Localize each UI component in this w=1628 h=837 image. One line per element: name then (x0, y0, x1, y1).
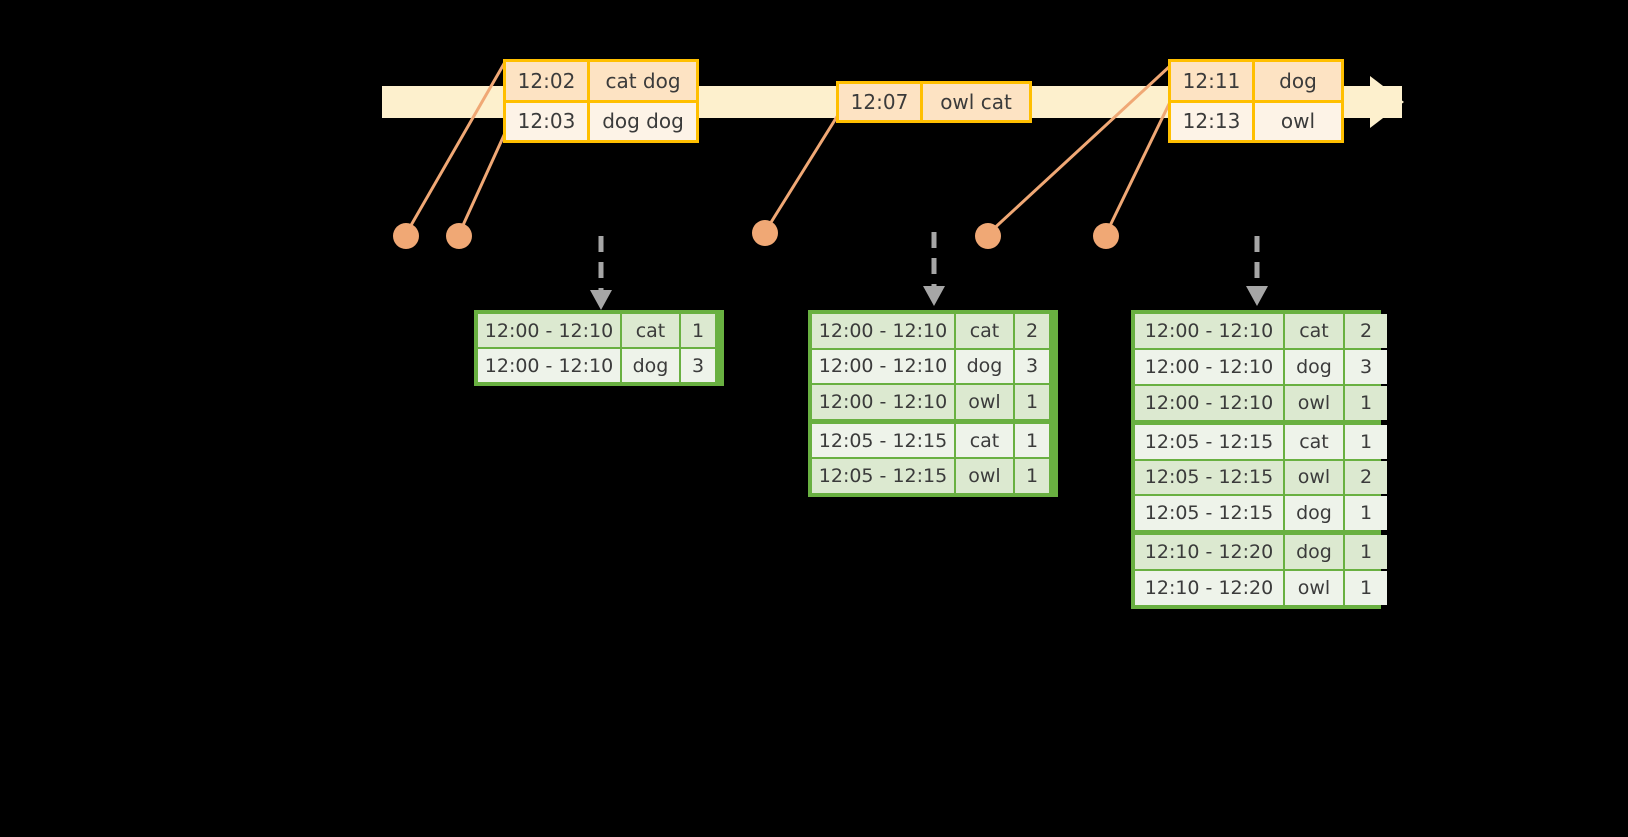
table-row[interactable]: 12:00 - 12:10 cat 2 (812, 314, 1054, 348)
cell-word: cat (956, 423, 1013, 458)
table-row[interactable]: 12:00 - 12:10 dog 3 (1135, 349, 1387, 384)
cell-word: owl (956, 459, 1013, 493)
cell-word: dog (622, 349, 679, 382)
cell-word: dog (956, 349, 1013, 384)
cell-word: cat (1285, 314, 1343, 348)
table-row[interactable]: 12:05 - 12:15 cat 1 (812, 423, 1054, 458)
cell-count: 2 (1345, 460, 1387, 495)
cell-word: owl (956, 385, 1013, 419)
table-row[interactable]: 12:00 - 12:10 owl 1 (812, 385, 1054, 419)
event-dot-12-13 (1093, 223, 1119, 249)
table-row[interactable]: 12:05 - 12:15 owl 2 (1135, 460, 1387, 495)
cell-count: 1 (1345, 385, 1387, 420)
event-row[interactable]: 12:11 dog (1171, 62, 1341, 100)
cell-count: 1 (1345, 571, 1387, 605)
table-row[interactable]: 12:00 - 12:10 dog 3 (478, 349, 720, 382)
table-row[interactable]: 12:05 - 12:15 dog 1 (1135, 496, 1387, 531)
cell-count: 1 (681, 314, 715, 347)
cell-count: 2 (1345, 314, 1387, 348)
event-words: owl (1255, 102, 1341, 140)
event-group-2[interactable]: 12:07 owl cat (836, 81, 1032, 123)
event-time: 12:03 (506, 102, 590, 140)
cell-count: 2 (1015, 314, 1049, 348)
cell-word: cat (1285, 424, 1343, 459)
event-time: 12:07 (839, 84, 923, 120)
event-group-3[interactable]: 12:11 dog 12:13 owl (1168, 59, 1344, 143)
event-time: 12:11 (1171, 62, 1255, 100)
connector-line-1207 (763, 114, 840, 233)
cell-count: 1 (1015, 385, 1049, 419)
event-dot-12-03 (446, 223, 472, 249)
result-table-3[interactable]: 12:00 - 12:10 cat 2 12:00 - 12:10 dog 3 … (1131, 310, 1387, 609)
event-time: 12:02 (506, 62, 590, 100)
event-row[interactable]: 12:03 dog dog (506, 99, 696, 140)
dashed-arrow-head-1 (590, 290, 612, 310)
event-dot-12-11 (975, 223, 1001, 249)
table-row[interactable]: 12:05 - 12:15 cat 1 (1135, 424, 1387, 459)
event-dot-12-02 (393, 223, 419, 249)
cell-word: dog (1285, 349, 1343, 384)
cell-window: 12:00 - 12:10 (812, 385, 954, 419)
cell-window: 12:00 - 12:10 (812, 349, 954, 384)
dashed-arrow-head-2 (923, 286, 945, 306)
cell-window: 12:00 - 12:10 (478, 349, 620, 382)
result-table-2[interactable]: 12:00 - 12:10 cat 2 12:00 - 12:10 dog 3 … (808, 310, 1058, 497)
cell-window: 12:00 - 12:10 (1135, 385, 1283, 420)
connector-line-1213 (1104, 101, 1172, 235)
cell-window: 12:05 - 12:15 (812, 423, 954, 458)
cell-count: 1 (1015, 459, 1049, 493)
cell-window: 12:05 - 12:15 (1135, 460, 1283, 495)
cell-window: 12:00 - 12:10 (1135, 349, 1283, 384)
cell-count: 3 (1015, 349, 1049, 384)
cell-word: owl (1285, 460, 1343, 495)
event-row[interactable]: 12:07 owl cat (839, 84, 1029, 120)
cell-count: 1 (1345, 535, 1387, 570)
event-words: dog dog (590, 102, 696, 140)
table-row[interactable]: 12:00 - 12:10 dog 3 (812, 349, 1054, 384)
table-row[interactable]: 12:00 - 12:10 cat 2 (1135, 314, 1387, 348)
cell-word: owl (1285, 385, 1343, 420)
cell-window: 12:00 - 12:10 (1135, 314, 1283, 348)
connector-line-1203 (457, 132, 507, 235)
cell-window: 12:05 - 12:15 (1135, 496, 1283, 531)
cell-word: cat (622, 314, 679, 347)
dashed-arrow-head-3 (1246, 286, 1268, 306)
table-row[interactable]: 12:05 - 12:15 owl 1 (812, 459, 1054, 493)
event-dot-12-07 (752, 220, 778, 246)
table-row[interactable]: 12:10 - 12:20 owl 1 (1135, 571, 1387, 605)
event-row[interactable]: 12:13 owl (1171, 99, 1341, 140)
table-row[interactable]: 12:00 - 12:10 owl 1 (1135, 385, 1387, 420)
cell-count: 3 (681, 349, 715, 382)
cell-count: 1 (1345, 424, 1387, 459)
cell-window: 12:10 - 12:20 (1135, 535, 1283, 570)
cell-word: cat (956, 314, 1013, 348)
cell-window: 12:00 - 12:10 (478, 314, 620, 347)
cell-count: 1 (1015, 423, 1049, 458)
result-table-1[interactable]: 12:00 - 12:10 cat 1 12:00 - 12:10 dog 3 (474, 310, 724, 386)
table-row[interactable]: 12:00 - 12:10 cat 1 (478, 314, 720, 347)
cell-window: 12:10 - 12:20 (1135, 571, 1283, 605)
cell-word: dog (1285, 496, 1343, 531)
cell-word: owl (1285, 571, 1343, 605)
cell-window: 12:00 - 12:10 (812, 314, 954, 348)
cell-count: 3 (1345, 349, 1387, 384)
event-row[interactable]: 12:02 cat dog (506, 62, 696, 100)
event-words: cat dog (590, 62, 696, 100)
event-words: owl cat (923, 84, 1029, 120)
event-words: dog (1255, 62, 1341, 100)
event-time: 12:13 (1171, 102, 1255, 140)
cell-word: dog (1285, 535, 1343, 570)
cell-window: 12:05 - 12:15 (812, 459, 954, 493)
cell-count: 1 (1345, 496, 1387, 531)
cell-window: 12:05 - 12:15 (1135, 424, 1283, 459)
table-row[interactable]: 12:10 - 12:20 dog 1 (1135, 535, 1387, 570)
event-group-1[interactable]: 12:02 cat dog 12:03 dog dog (503, 59, 699, 143)
